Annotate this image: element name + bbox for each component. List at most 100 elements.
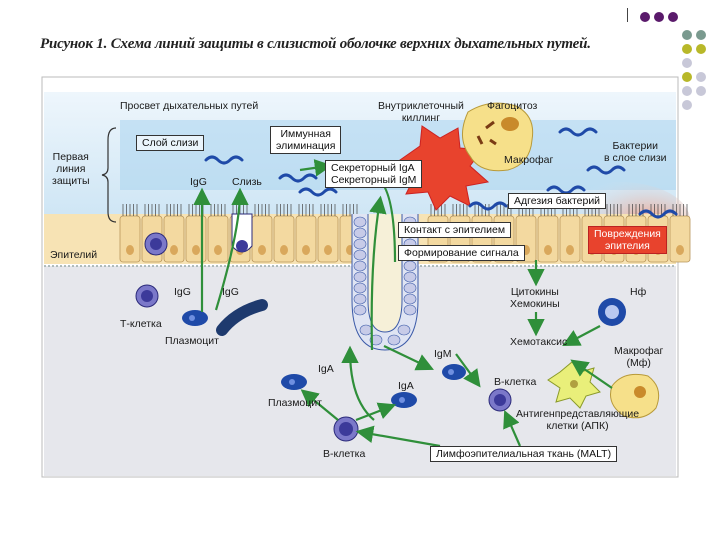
cell-nucleus [280,245,288,255]
arrow [299,159,333,177]
label-iga-b: IgA [398,380,414,392]
plasmocyte-b2 [391,392,417,408]
label-b-cell-a: В-клетка [323,448,366,460]
epithelial-cell [295,215,317,263]
decor-dot [696,44,706,54]
plasmocyte-a [182,310,208,326]
box-epithelial-contact: Контакт с эпителием [398,222,512,238]
decor-dot [682,100,692,110]
igm-cell [442,364,466,380]
label-airway-lumen: Просвет дыхательных путей [120,100,259,112]
decor-dot [682,30,692,40]
decor-dot [696,86,706,96]
label-chemotaxis: Хемотаксис [510,336,568,348]
neutrophil [598,298,626,326]
decor-dot [682,72,692,82]
label-bacteria: Бактерии в слое слизи [604,140,667,164]
cell-nucleus [126,245,134,255]
gland-cell [403,304,417,316]
cell-nucleus [324,245,332,255]
decor-dot [668,12,678,22]
label-plasmocyte-a: Плазмоцит [165,335,219,347]
gland-cell [353,293,367,305]
macrophage-top [462,102,534,172]
damage-burst [399,125,490,211]
corner-divider [627,8,628,22]
decor-dot [682,86,692,96]
label-apc: Антигенпредставляющие клетки (АПК) [516,408,640,432]
first-line-brace [101,127,117,223]
label-igg-top: IgG [190,176,207,188]
bacterium [638,209,678,219]
gland-cell [403,293,417,305]
gland-cell [353,249,367,261]
gland-cell [353,216,367,228]
arrow [369,195,387,351]
arrow [455,353,481,388]
label-igg-b: IgG [222,286,239,298]
label-t-cell: Т-клетка [120,318,162,330]
arrow [355,425,441,448]
label-first-line: Первая линия защиты [52,151,90,187]
bacterium [558,127,598,137]
gland-cell [403,282,417,294]
figure-title: Рисунок 1. Схема линий защиты в слизисто… [40,36,591,52]
label-igg-a: IgG [174,286,191,298]
arrows [193,159,613,448]
epithelial-cell [537,215,559,263]
cell-nucleus [192,245,200,255]
epithelial-cell [669,215,691,263]
gland-cell [403,260,417,272]
box-immune-elimination: Иммунная элиминация [270,126,342,154]
label-macrophage-top: Макрофаг [504,154,554,166]
gland-cell [359,324,373,336]
epithelial-cell [163,215,185,263]
macrophage-bottom [610,373,660,419]
gland-cells [353,216,417,346]
epithelial-cell [317,215,339,263]
cell-nucleus [566,245,574,255]
gland-cell [353,282,367,294]
lymphocyte-in-epithelium [144,232,168,256]
bacteria-group [204,127,678,219]
box-malt: Лимфоэпителиальная ткань (MALT) [430,446,618,462]
cell-nucleus [676,245,684,255]
decor-dot [654,12,664,22]
bacterium [204,155,244,165]
arrow [300,389,339,421]
arrow [570,359,613,389]
cell-nucleus [258,245,266,255]
gland-cell [353,304,367,316]
arrow [503,409,522,447]
epithelial-cell [559,215,581,263]
bacterium [298,187,338,197]
bacterium [278,173,318,183]
box-adhesion: Адгезия бактерий [508,193,607,209]
label-cytokines: Цитокины Хемокины [510,286,560,310]
box-damage: Повреждения эпителия [588,226,667,254]
plasmocyte-b1 [281,374,307,390]
cell-nucleus [170,245,178,255]
bacterium [586,165,626,175]
arrow [355,402,397,422]
decor-dot [696,72,706,82]
b-cell-b [488,388,512,412]
epithelial-cell [119,215,141,263]
arrow [383,345,434,371]
gland-cell [403,271,417,283]
label-mucus: Слизь [232,176,262,188]
label-epithelium: Эпителий [50,249,98,261]
box-signal-formation: Формирование сигнала [398,245,525,261]
label-plasmocyte-b: Плазмоцит [268,397,322,409]
gland-cell [353,227,367,239]
igg-rod [216,299,268,336]
decor-dot [682,44,692,54]
label-phagocytosis: Фагоцитоз [487,100,538,112]
box-secretory: Секреторный IgA Секреторный IgM [325,160,423,188]
epithelial-cell [251,215,273,263]
arrow [341,345,375,421]
decor-dot [640,12,650,22]
decor-dot [696,30,706,40]
arrow [214,187,249,311]
